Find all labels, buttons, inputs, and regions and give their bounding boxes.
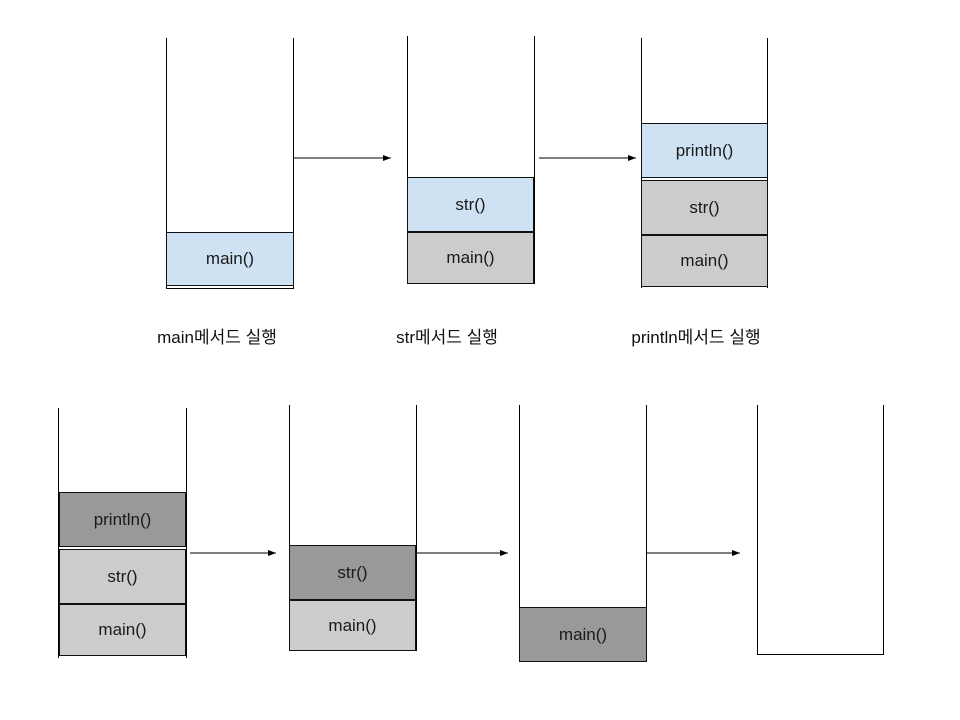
stack-frame-println: println(): [59, 492, 186, 547]
stack-frame-str: str(): [641, 180, 768, 235]
stack-frame-str: str(): [59, 549, 186, 604]
stack-frame-main: main(): [519, 607, 647, 662]
stack-floor: [757, 654, 884, 655]
stack-wall-left: [166, 38, 167, 289]
stack-frame-main: main(): [59, 604, 186, 656]
stack-wall-right: [293, 38, 294, 289]
stack-wall-left: [289, 405, 290, 651]
stack-frame-println: println(): [641, 123, 768, 178]
stack-wall-right: [186, 408, 187, 658]
stack-wall-right: [883, 405, 884, 655]
stack-wall-left: [757, 405, 758, 655]
stack-frame-main: main(): [166, 232, 294, 286]
stack-wall-right: [646, 405, 647, 661]
stack-floor: [166, 288, 294, 289]
stack-wall-right: [534, 36, 535, 284]
stack-frame-main: main(): [407, 232, 534, 284]
stack-wall-left: [407, 36, 408, 284]
stack-frame-main: main(): [641, 235, 768, 287]
stack-frame-str: str(): [407, 177, 534, 232]
caption-println-execute: println메서드 실행: [631, 328, 761, 347]
stack-frame-str: str(): [289, 545, 416, 600]
stack-wall-left: [519, 405, 520, 661]
caption-main-execute: main메서드 실행: [157, 328, 277, 347]
caption-str-execute: str메서드 실행: [396, 328, 498, 347]
stack-frame-main: main(): [289, 600, 416, 651]
stack-wall-right: [416, 405, 417, 651]
stack-wall-left: [58, 408, 59, 658]
